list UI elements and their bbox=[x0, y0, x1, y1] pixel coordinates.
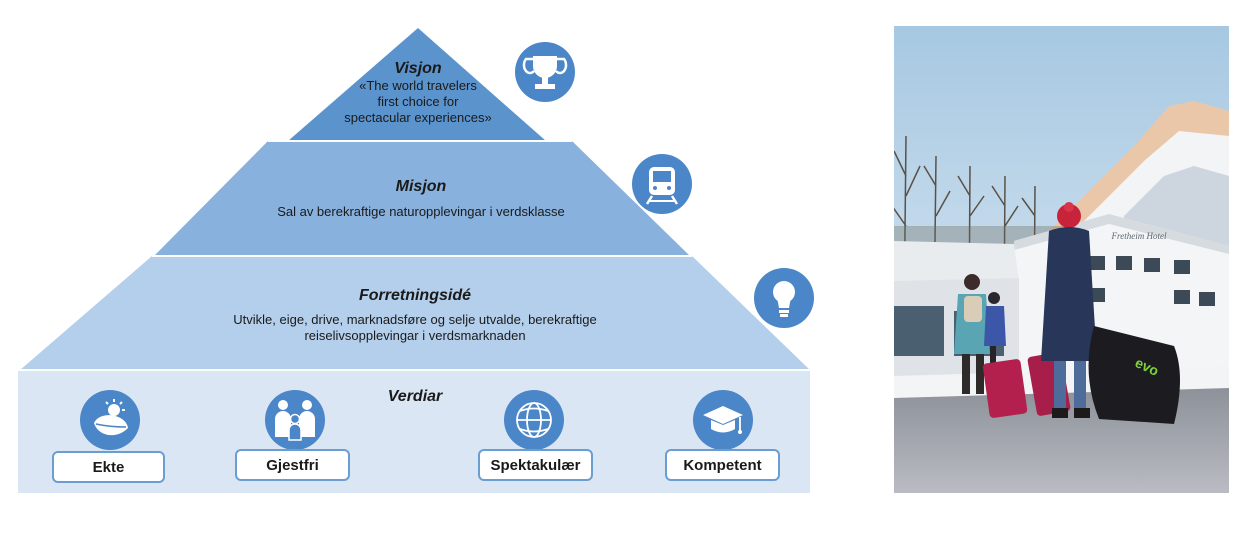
misjon-block: Misjon Sal av berekraftige naturopplevin… bbox=[214, 178, 628, 220]
misjon-text: Sal av berekraftige naturopplevingar i v… bbox=[277, 204, 565, 219]
forretningside-line-1: Utvikle, eige, drive, marknadsføre og se… bbox=[233, 312, 597, 327]
visjon-level bbox=[288, 28, 546, 141]
lightbulb-icon bbox=[754, 268, 814, 328]
forretningside-title: Forretningsidé bbox=[358, 287, 471, 304]
visjon-line-3: spectacular experiences» bbox=[344, 110, 492, 125]
value-kompetent: Kompetent bbox=[665, 449, 780, 481]
misjon-level bbox=[154, 141, 690, 256]
hotel-travelers-photo: Fretheim Hotel evo bbox=[894, 26, 1229, 493]
value-ekte: Ekte bbox=[52, 451, 165, 483]
hotel-sign: Fretheim Hotel bbox=[1111, 231, 1167, 241]
visjon-line-2: first choice for bbox=[377, 94, 459, 109]
visjon-title: Visjon bbox=[394, 60, 442, 77]
value-gjestfri: Gjestfri bbox=[235, 449, 350, 481]
value-spektakulaer: Spektakulær bbox=[478, 449, 593, 481]
visjon-line-1: «The world travelers bbox=[359, 78, 477, 93]
family-icon bbox=[265, 390, 325, 450]
trophy-icon bbox=[515, 42, 575, 102]
forretningside-line-2: reiselivsopplevingar i verdsmarknaden bbox=[304, 328, 526, 343]
graduation-cap-icon bbox=[693, 390, 753, 450]
visjon-block: Visjon «The world travelers first choice… bbox=[318, 60, 518, 126]
verdiar-title: Verdiar bbox=[387, 388, 443, 405]
forretningside-block: Forretningsidé Utvikle, eige, drive, mar… bbox=[160, 287, 670, 344]
globe-icon bbox=[504, 390, 564, 450]
train-icon bbox=[632, 154, 692, 214]
forretningside-level bbox=[20, 256, 810, 370]
misjon-title: Misjon bbox=[395, 178, 447, 195]
nature-leaf-sun-icon bbox=[80, 390, 140, 450]
